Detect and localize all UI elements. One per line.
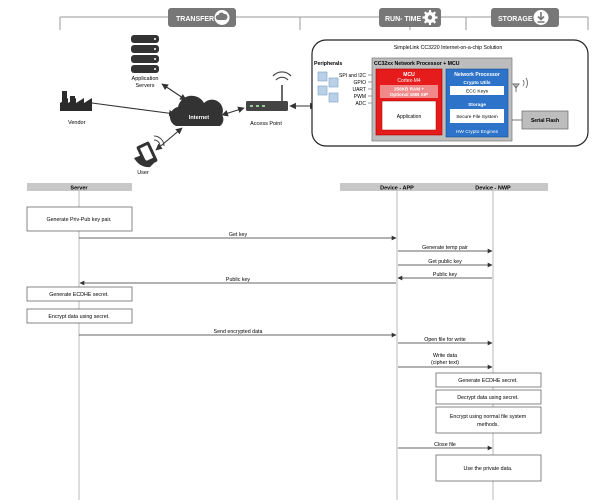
peripheral-item: GPIO	[353, 80, 366, 86]
peripheral-item: PWM	[354, 94, 366, 100]
router-icon	[246, 71, 292, 111]
phone-in-hand-icon	[134, 135, 165, 168]
peripheral-item: UART	[352, 87, 366, 93]
msg-gen-temp-label: Generate temp pair	[422, 245, 468, 251]
note-nwp-use: Use the private data.	[464, 466, 513, 472]
link-internet-ap	[221, 106, 245, 117]
gear-icon	[422, 10, 438, 25]
serial-flash-label: Serial Flash	[531, 118, 559, 124]
mcu-memory-1: 256KB RAM +	[394, 87, 424, 92]
mcu-memory-box	[380, 85, 438, 98]
secure-fs-label: Secure File System	[456, 114, 498, 120]
access-point-label: Access Point	[250, 121, 282, 127]
peripheral-chip-icons	[317, 71, 339, 103]
app-servers-label-2: Servers	[136, 83, 155, 89]
link-servers-internet	[161, 83, 187, 101]
link-vendor-internet	[91, 102, 176, 117]
note-nwp-ecdhe: Generate ECDHE secret.	[458, 378, 517, 384]
factory-icon	[60, 91, 92, 111]
lifeline-headers	[27, 183, 548, 191]
msg-write-data-label-1: Write data	[433, 353, 457, 359]
message-arrows	[79, 235, 493, 451]
mcu-title: MCU	[403, 72, 415, 78]
antenna-icon	[512, 77, 528, 92]
msg-close-file-label: Close file	[434, 442, 456, 448]
lifeline-nwp-label: Device - NWP	[475, 186, 511, 192]
mcu-memory-2: Optional 1MB XIP	[390, 92, 428, 97]
note-nwp-decrypt: Decrypt data using secret.	[457, 395, 519, 401]
phase-storage-badge: STORAGE	[491, 8, 559, 27]
phase-runtime-label: RUN- TIME	[385, 16, 421, 23]
lifelines	[78, 191, 494, 500]
msg-get-public-label: Get public key	[428, 259, 462, 265]
application-box	[381, 100, 437, 131]
cc32xx-title: CC32xx Network Processor + MCU	[374, 61, 460, 67]
note-nwp-encrypt-1: Encrypt using normal file system	[450, 414, 527, 420]
vendor-label: Vendor	[68, 120, 86, 126]
application-label: Application	[397, 114, 422, 120]
app-servers-label-1: Application	[132, 76, 159, 82]
lifeline-server-label: Server	[70, 186, 88, 192]
network-processor-block	[445, 68, 509, 138]
hw-crypto-label: HW Crypto Engines	[456, 129, 499, 135]
crypto-utils-label: Crypto Utils	[463, 80, 491, 86]
phase-runtime-badge: RUN- TIME	[379, 8, 441, 27]
chip-title: SimpleLink CC3220 Internet-on-a-chip Sol…	[394, 45, 503, 51]
lifeline-app-label: Device - APP	[380, 186, 414, 192]
peripheral-item: SPI and I2C	[339, 73, 366, 79]
msg-write-data-label-2: (cipher text)	[431, 360, 459, 366]
serial-flash-box	[521, 110, 569, 130]
phase-transfer-label: TRANSFER	[176, 16, 214, 23]
server-stack-icon	[131, 35, 159, 73]
note-server-encrypt: Encrypt data using secret.	[48, 314, 109, 320]
internet-cloud-icon	[169, 95, 224, 126]
phase-transfer-badge: TRANSFER	[168, 8, 236, 27]
note-nwp-encrypt-2: methods.	[477, 422, 499, 428]
mcu-core: Cortex-M4	[397, 78, 421, 84]
phase-storage-label: STORAGE	[498, 16, 533, 23]
note-server-ecdhe: Generate ECDHE secret.	[49, 292, 108, 298]
np-title: Network Processor	[454, 72, 500, 78]
topology-links	[91, 83, 317, 151]
wifi-signal-icon	[272, 71, 292, 81]
peripherals-title: Peripherals	[314, 61, 342, 67]
msg-public-key-srv-label: Public key	[226, 277, 250, 283]
msg-get-key-label: Get key	[229, 232, 248, 238]
msg-open-file-label: Open file for write	[424, 337, 466, 343]
internet-label: Internet	[189, 115, 209, 121]
peripheral-item: ADC	[355, 101, 366, 107]
user-label: User	[137, 170, 149, 176]
note-gen-keypair: Generate Priv-Pub key pair.	[46, 217, 111, 223]
storage-label: Storage	[468, 102, 486, 108]
ecc-keys-box	[450, 86, 504, 95]
secure-fs-box	[450, 109, 504, 123]
ecc-keys-label: ECC Keys	[466, 89, 489, 95]
link-user-internet	[155, 127, 183, 151]
note-boxes	[26, 206, 542, 482]
msg-send-enc-label: Send encrypted data	[214, 329, 263, 335]
msg-public-key-nwp-label: Public key	[433, 272, 457, 278]
